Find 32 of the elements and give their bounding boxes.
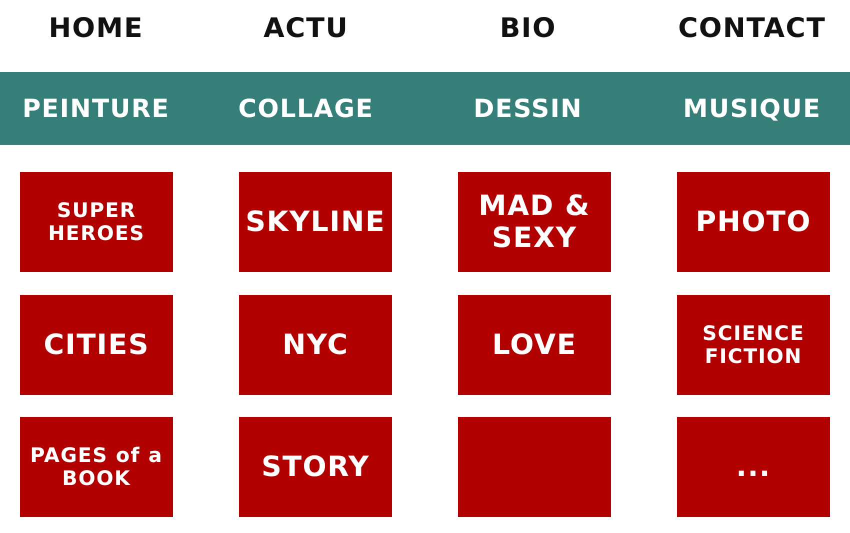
gallery-tile	[20, 172, 173, 272]
tile-title: ...	[736, 450, 771, 484]
tile-title: SUPER HEROES	[47, 199, 146, 245]
gallery-tile	[239, 172, 392, 272]
gallery-tile	[677, 417, 830, 517]
tile-title: SCIENCE FICTION	[701, 322, 806, 368]
category-link: DESSIN	[472, 92, 584, 124]
tile-title: NYC	[282, 328, 349, 362]
tile-title: MAD & SEXY	[478, 190, 592, 254]
gallery-tile	[239, 417, 392, 517]
tile-title: PHOTO	[696, 206, 812, 238]
category-band	[0, 72, 850, 145]
tile-title: CITIES	[44, 328, 150, 362]
gallery-tile	[677, 172, 830, 272]
gallery-tile	[20, 417, 173, 517]
tile-title: LOVE	[492, 328, 577, 362]
empty-tile	[458, 417, 611, 517]
tile-title: PAGES of a BOOK	[29, 444, 164, 490]
gallery-tile	[239, 295, 392, 395]
nav-link: CONTACT	[677, 12, 827, 46]
nav-link: BIO	[498, 12, 558, 46]
category-link: MUSIQUE	[682, 92, 822, 124]
nav-link: HOME	[48, 12, 144, 46]
gallery-tile	[20, 295, 173, 395]
category-link: PEINTURE	[21, 92, 171, 124]
nav-link: ACTU	[262, 12, 350, 46]
tile-title: SKYLINE	[246, 206, 386, 238]
tile-title: STORY	[261, 450, 370, 484]
gallery-tile	[458, 172, 611, 272]
category-link: COLLAGE	[237, 92, 375, 124]
gallery-tile	[458, 295, 611, 395]
gallery-tile	[677, 295, 830, 395]
